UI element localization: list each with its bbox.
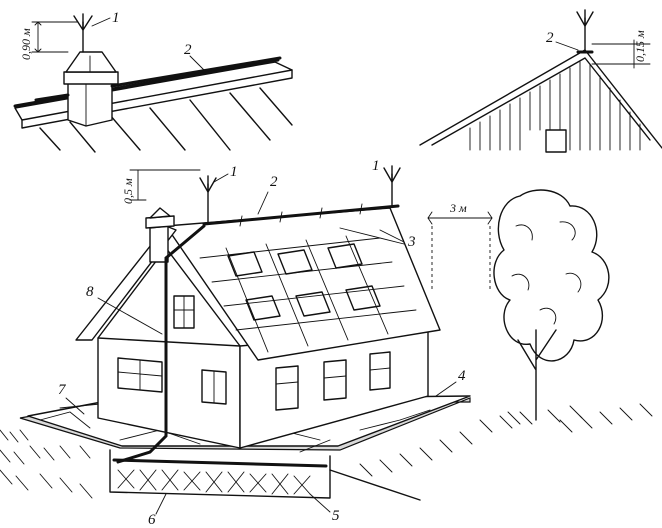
dimension-label: 0,90 м bbox=[19, 28, 33, 60]
dimension-label: 0,5 м bbox=[121, 178, 135, 204]
callout-8: 8 bbox=[86, 284, 94, 300]
callout-2: 2 bbox=[270, 174, 278, 190]
dimension-0-90: 0,90 м bbox=[19, 21, 79, 60]
tree: 3 м bbox=[427, 189, 610, 425]
air-terminal-right bbox=[383, 165, 401, 207]
dimension-label: 3 м bbox=[449, 201, 467, 215]
air-terminal-chimney bbox=[73, 13, 93, 53]
chimney bbox=[63, 51, 119, 127]
detail-gable-ridge: 0,15 м 2 bbox=[419, 9, 662, 153]
callout-6: 6 bbox=[148, 512, 156, 528]
callout-5: 5 bbox=[332, 508, 340, 524]
dimension-label: 0,15 м bbox=[633, 30, 647, 62]
callout-2: 2 bbox=[546, 30, 554, 46]
air-terminal-left bbox=[199, 175, 217, 225]
main-house: 0,5 м 1 1 2 3 4 5 6 7 8 bbox=[0, 158, 653, 528]
callout-4: 4 bbox=[458, 368, 466, 384]
callout-1: 1 bbox=[372, 158, 380, 174]
callout-3: 3 bbox=[407, 234, 416, 250]
callout-2: 2 bbox=[184, 42, 192, 58]
callout-1: 1 bbox=[230, 164, 238, 180]
callout-1: 1 bbox=[112, 10, 120, 26]
detail-chimney-roof: 0,90 м 1 2 bbox=[13, 10, 293, 153]
callout-7: 7 bbox=[58, 382, 67, 398]
